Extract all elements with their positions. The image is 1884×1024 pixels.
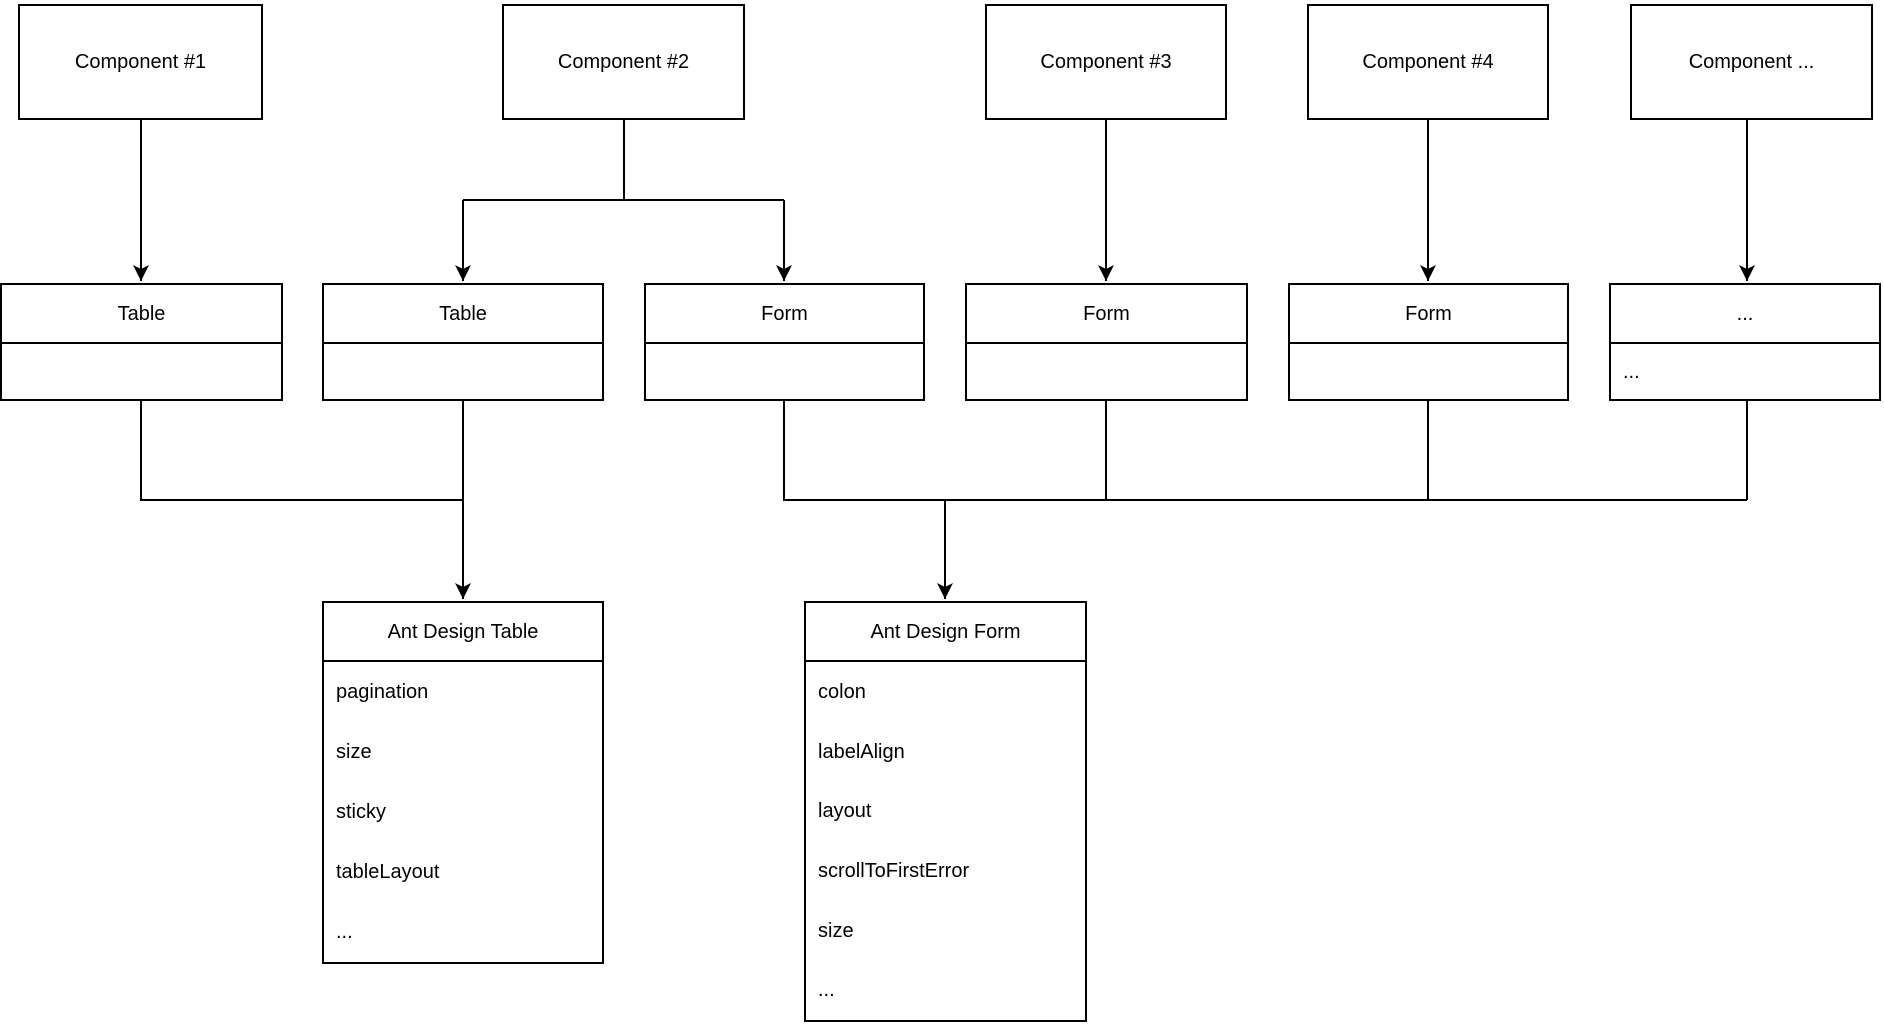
node-table-1-body xyxy=(2,344,281,399)
prop-row: size xyxy=(818,919,854,942)
node-component-3: Component #3 xyxy=(985,4,1227,120)
node-table-1-title: Table xyxy=(2,285,281,344)
ant-design-form-props: colon labelAlign layout scrollToFirstErr… xyxy=(806,662,1085,1020)
node-component-1-label: Component #1 xyxy=(74,51,207,73)
node-ant-design-form: Ant Design Form colon labelAlign layout … xyxy=(804,601,1087,1022)
ant-design-table-title: Ant Design Table xyxy=(324,603,602,662)
detail-title-text: Ant Design Form xyxy=(870,620,1021,643)
connector-form1-bus xyxy=(783,401,1747,501)
detail-title-text: Ant Design Table xyxy=(387,620,539,643)
prop-row: layout xyxy=(818,800,872,823)
node-component-3-label: Component #3 xyxy=(1040,51,1172,73)
node-component-4: Component #4 xyxy=(1307,4,1549,120)
node-ellipsis-body: ... xyxy=(1611,344,1879,399)
node-title-text: Form xyxy=(1083,302,1130,325)
prop-row: ... xyxy=(818,979,835,1002)
node-title-text: Table xyxy=(117,302,166,325)
node-form-1-title: Form xyxy=(646,285,923,344)
node-component-2: Component #2 xyxy=(502,4,745,120)
ant-design-form-title: Ant Design Form xyxy=(806,603,1085,662)
connector-table1-bus xyxy=(140,401,463,501)
node-table-2: Table xyxy=(322,283,604,401)
prop-row: ... xyxy=(336,921,353,943)
node-component-2-label: Component #2 xyxy=(557,51,690,73)
node-form-1-body xyxy=(646,344,923,399)
node-component-4-label: Component #4 xyxy=(1362,51,1494,73)
node-table-2-title: Table xyxy=(324,285,602,344)
prop-row: scrollToFirstError xyxy=(818,859,970,882)
node-form-2-title: Form xyxy=(967,285,1246,344)
prop-row: sticky xyxy=(336,801,386,823)
node-form-2: Form xyxy=(965,283,1248,401)
node-title-text: Form xyxy=(1405,302,1452,325)
prop-row: tableLayout xyxy=(336,861,440,883)
ant-design-table-props: pagination size sticky tableLayout ... xyxy=(324,662,602,962)
node-form-3-body xyxy=(1290,344,1567,399)
node-ellipsis: ... ... xyxy=(1609,283,1881,401)
node-title-text: Form xyxy=(761,302,808,325)
prop-row: pagination xyxy=(336,681,429,703)
node-title-text: ... xyxy=(1736,302,1754,325)
node-ellipsis-title: ... xyxy=(1611,285,1879,344)
node-form-1: Form xyxy=(644,283,925,401)
node-table-2-body xyxy=(324,344,602,399)
node-body-text: ... xyxy=(1623,360,1640,383)
node-component-more-label: Component ... xyxy=(1688,51,1815,73)
node-form-2-body xyxy=(967,344,1246,399)
node-table-1: Table xyxy=(0,283,283,401)
connectors xyxy=(133,120,1755,599)
node-title-text: Table xyxy=(439,302,487,325)
prop-row: colon xyxy=(818,680,866,703)
node-component-more: Component ... xyxy=(1630,4,1873,120)
node-form-3-title: Form xyxy=(1290,285,1567,344)
node-ant-design-table: Ant Design Table pagination size sticky … xyxy=(322,601,604,964)
prop-row: size xyxy=(336,741,372,763)
prop-row: labelAlign xyxy=(818,740,905,763)
node-component-1: Component #1 xyxy=(18,4,263,120)
node-form-3: Form xyxy=(1288,283,1569,401)
